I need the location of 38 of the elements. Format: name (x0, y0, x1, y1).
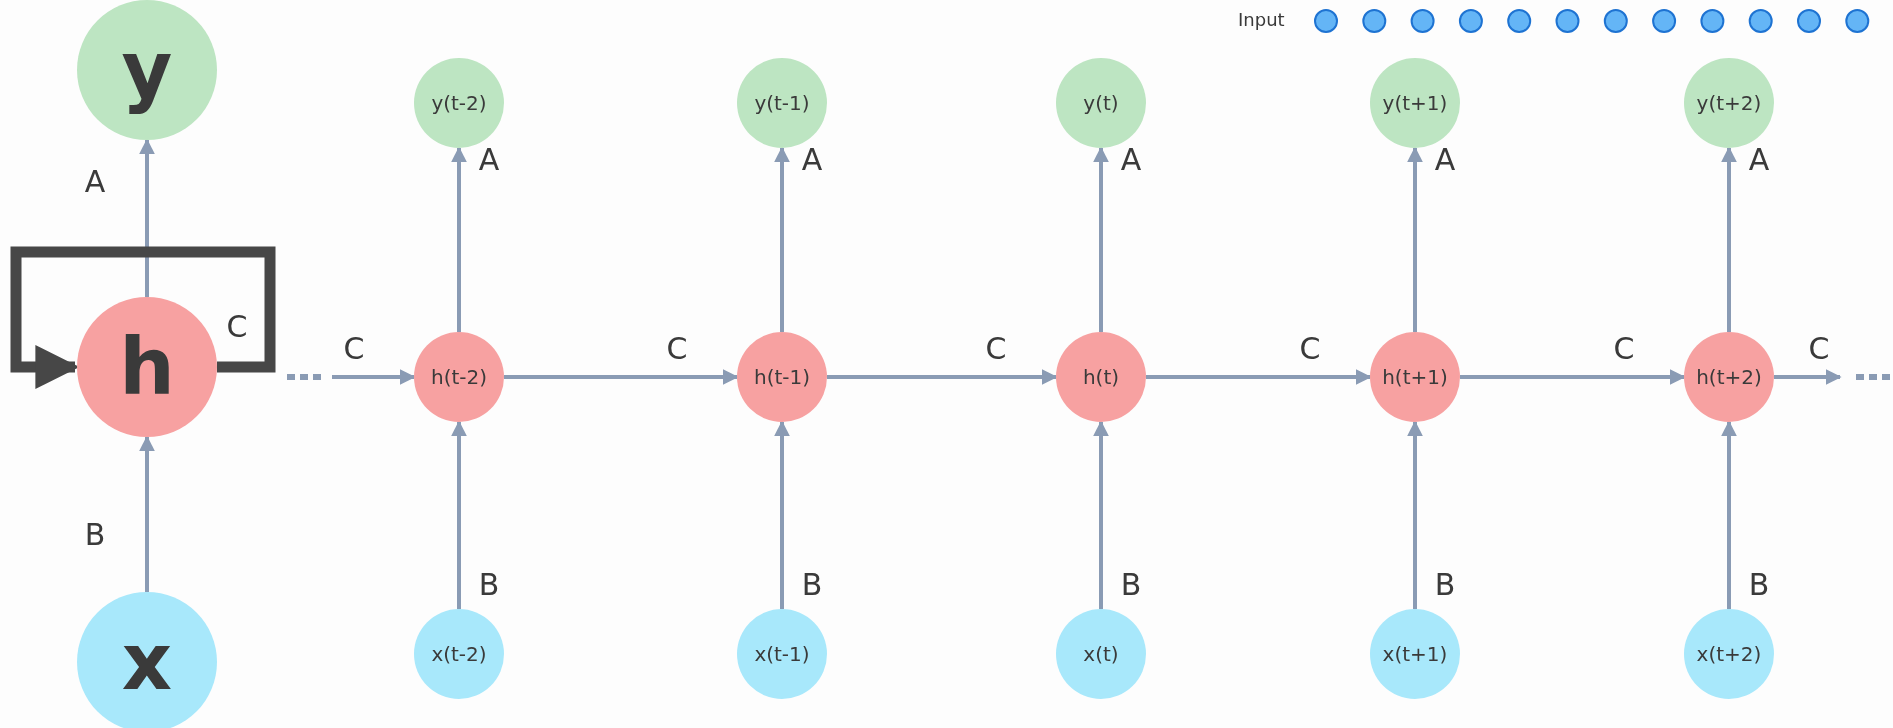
arrow (1774, 369, 1842, 385)
arrow (1146, 369, 1372, 385)
hidden-state-node: h(t+2) (1684, 332, 1774, 422)
arrow (827, 369, 1058, 385)
output-node: y(t+1) (1370, 58, 1460, 148)
input-node: x(t-1) (737, 609, 827, 699)
arrow (139, 138, 155, 297)
input-node: x (77, 592, 217, 728)
output-node: y(t) (1056, 58, 1146, 148)
arrow (1721, 146, 1737, 332)
arrow (1407, 146, 1423, 332)
output-node: y(t+2) (1684, 58, 1774, 148)
arrow (451, 146, 467, 332)
input-node: x(t) (1056, 609, 1146, 699)
output-node: y(t-1) (737, 58, 827, 148)
arrow (451, 420, 467, 609)
loop-arrow (10, 246, 276, 389)
arrow (1093, 146, 1109, 332)
arrow (1407, 420, 1423, 609)
arrow (774, 146, 790, 332)
hidden-state-node: h(t) (1056, 332, 1146, 422)
arrow (1093, 420, 1109, 609)
arrow (504, 369, 739, 385)
hidden-state-node: h(t-1) (737, 332, 827, 422)
input-node: x(t-2) (414, 609, 504, 699)
hidden-state-node: h(t-2) (414, 332, 504, 422)
output-node: y(t-2) (414, 58, 504, 148)
input-node: x(t+1) (1370, 609, 1460, 699)
arrow (332, 369, 416, 385)
input-label: Input (1238, 9, 1285, 30)
arrow (139, 435, 155, 592)
hidden-state-node: h (77, 297, 217, 437)
hidden-state-node: h(t+1) (1370, 332, 1460, 422)
input-node: x(t+2) (1684, 609, 1774, 699)
arrow (1460, 369, 1686, 385)
arrow (774, 420, 790, 609)
arrow (1721, 420, 1737, 609)
output-node: y (77, 0, 217, 140)
